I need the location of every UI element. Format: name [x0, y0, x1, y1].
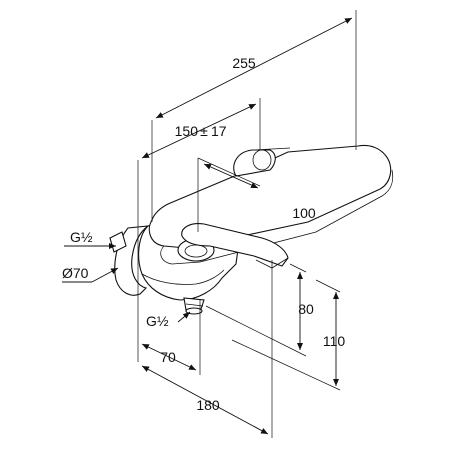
label-g-bottom: G½	[146, 313, 169, 329]
dimension-lines	[62, 17, 353, 435]
lever-handle	[181, 223, 289, 267]
label-150: 150	[175, 123, 199, 139]
dim-line-150	[141, 103, 257, 159]
dim-line-100	[203, 163, 259, 189]
rear-cylinder-end	[252, 149, 272, 171]
label-150-sep: ±	[200, 123, 208, 139]
dim-leader-g-bottom	[177, 311, 191, 323]
dim-line-180	[141, 365, 269, 435]
label-255: 255	[232, 55, 256, 71]
label-g-top: G½	[70, 229, 93, 245]
label-110: 110	[323, 333, 346, 349]
label-80: 80	[298, 301, 314, 317]
label-diameter: Ø70	[62, 265, 89, 281]
dim-leader-diameter	[91, 267, 119, 283]
label-150-tol: 17	[211, 123, 227, 139]
label-180: 180	[196, 397, 220, 413]
dim-line-70	[141, 343, 197, 371]
dim-line-255	[155, 17, 353, 119]
outlet-connector	[183, 297, 205, 315]
label-70: 70	[160, 349, 176, 365]
label-100: 100	[292, 205, 316, 221]
mixer-body	[109, 144, 394, 315]
dimension-labels: 255 150 ± 17 100 G½ Ø70 G½ 80 110 70 180	[62, 55, 345, 413]
spout-plate	[148, 144, 392, 249]
housing-lower-edge	[141, 269, 225, 285]
